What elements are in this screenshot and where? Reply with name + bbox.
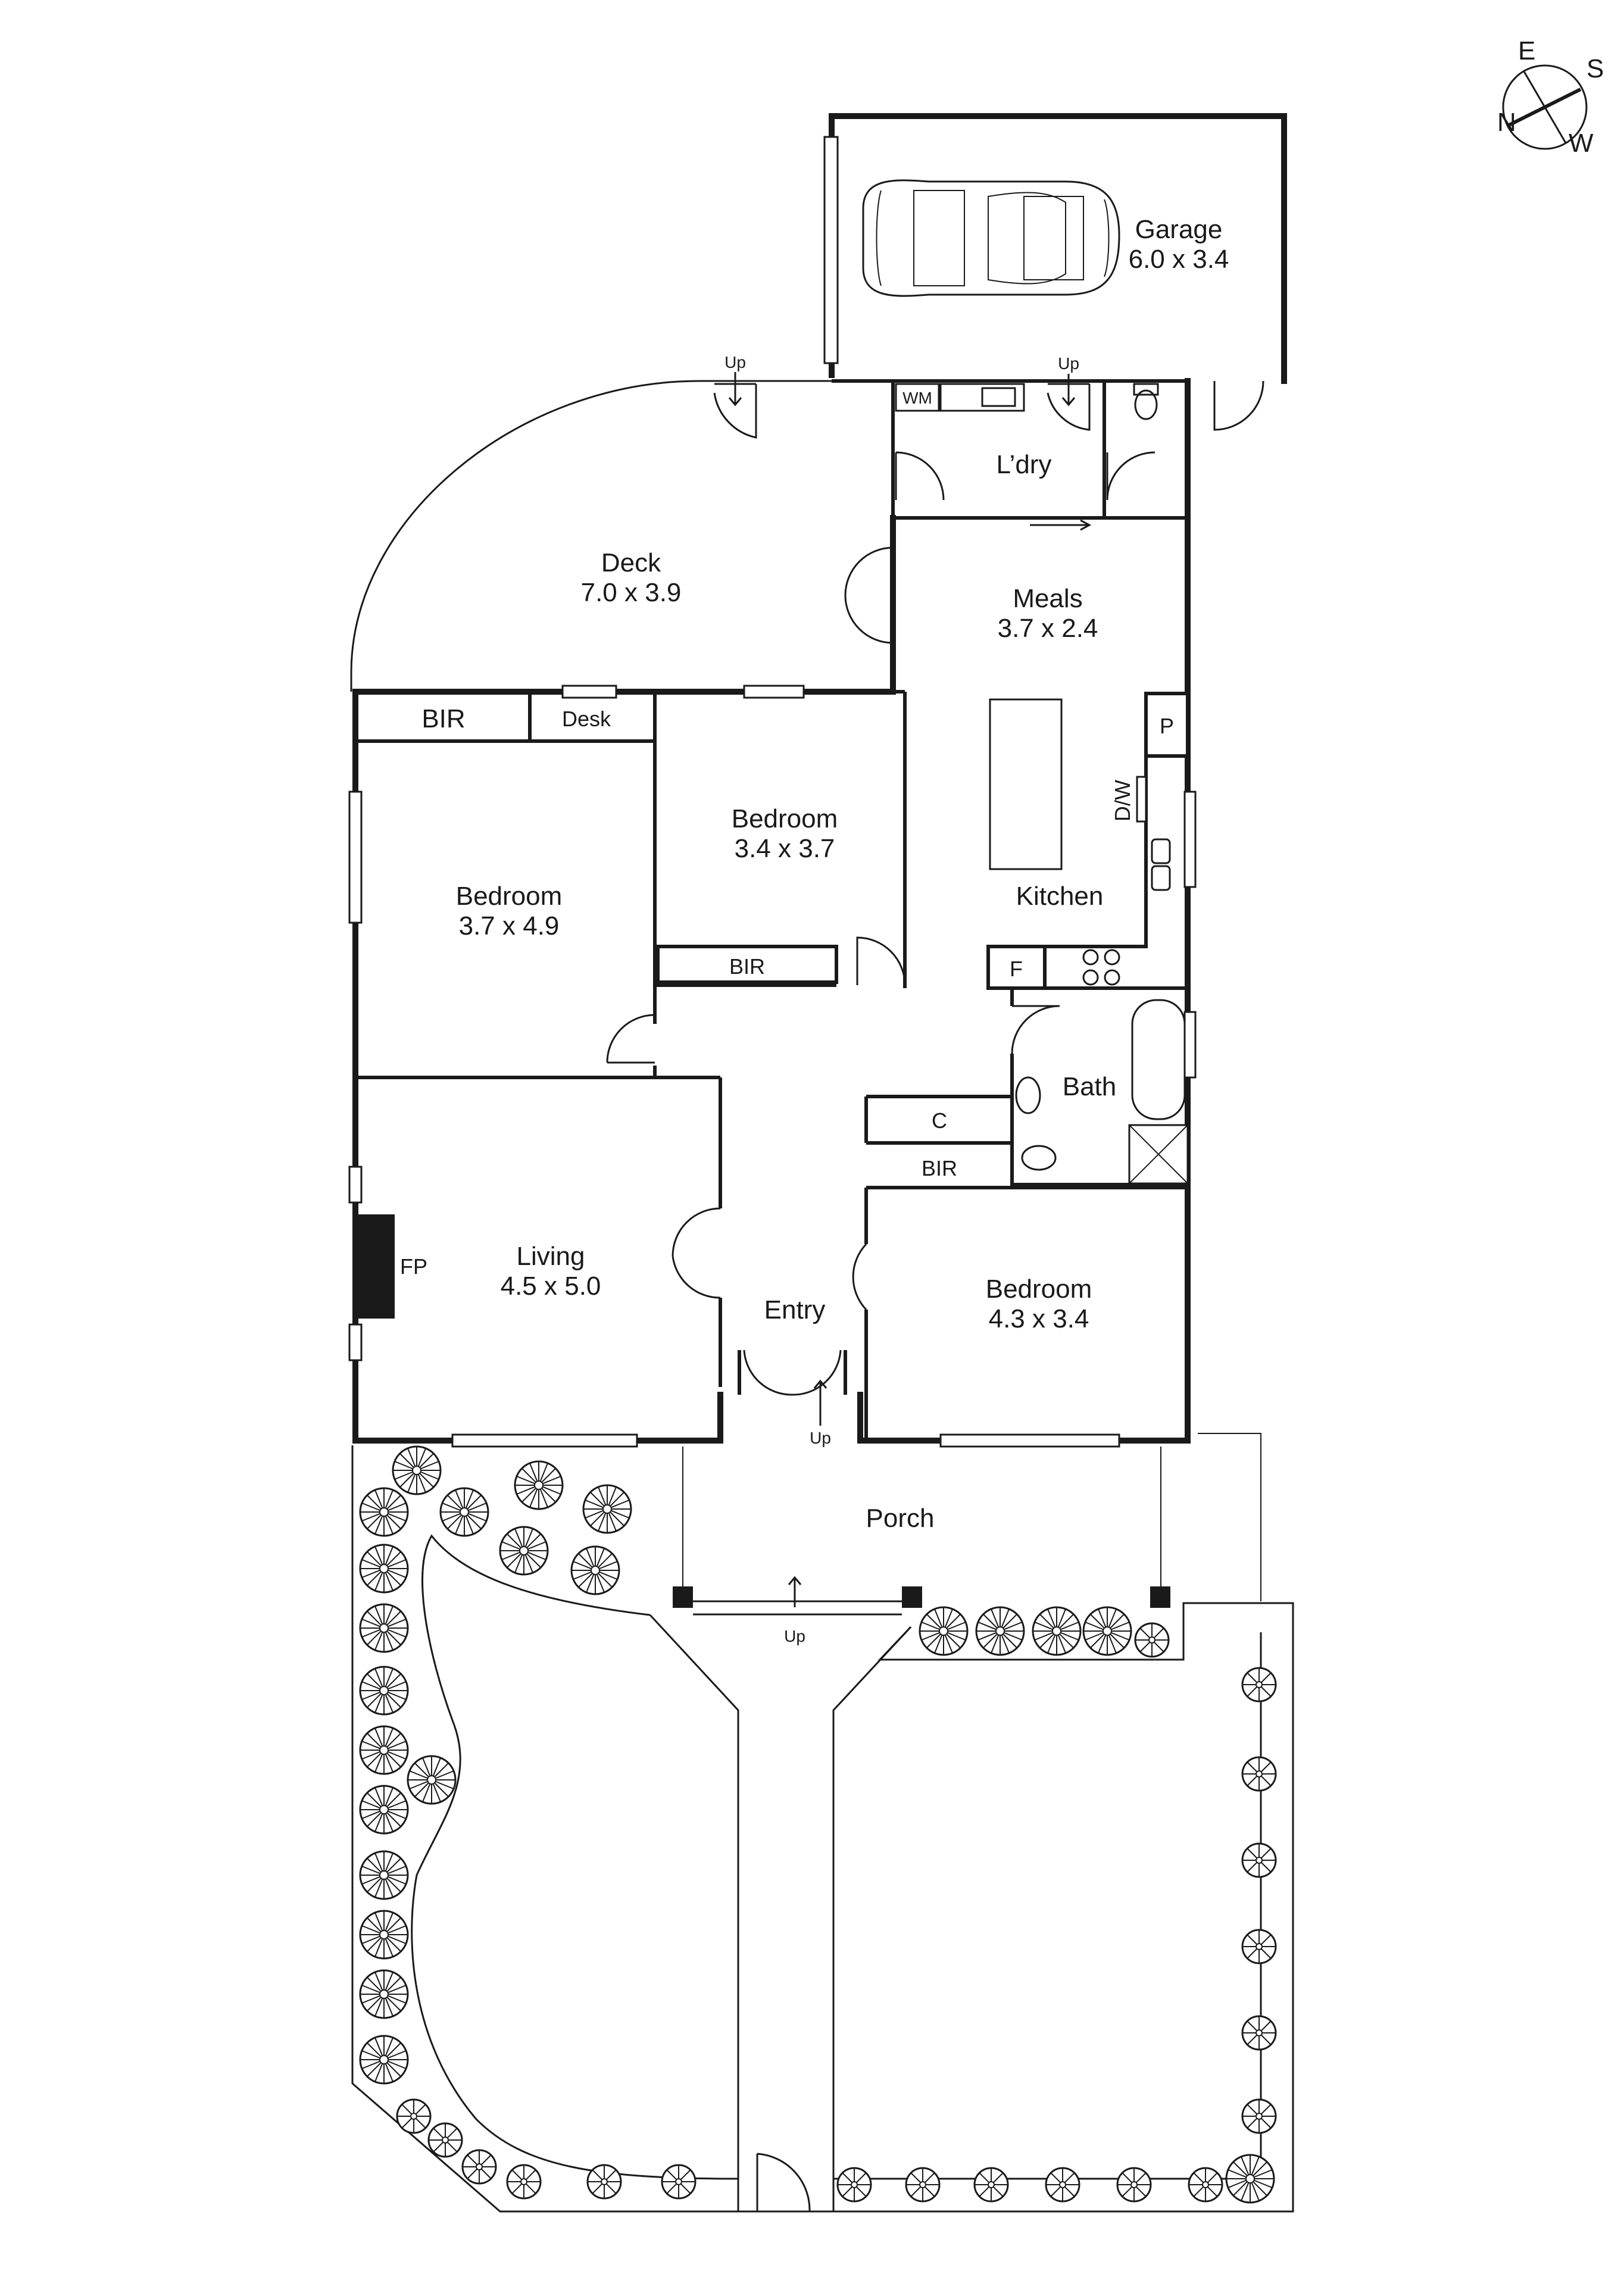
porch-post-right <box>1150 1586 1170 1608</box>
bir-bed2-label: BIR <box>729 954 765 979</box>
living-dims: 4.5 x 5.0 <box>501 1272 601 1301</box>
meals-dims: 3.7 x 2.4 <box>998 614 1098 643</box>
kitchen-window <box>1183 791 1197 888</box>
bedroom-c-dims: 4.3 x 3.4 <box>989 1304 1089 1333</box>
compass-s: S <box>1586 54 1604 83</box>
laundry-name: L’dry <box>997 450 1052 479</box>
compass-ring <box>1502 64 1588 150</box>
porch-up-label: Up <box>784 1627 805 1645</box>
bedroom-b-name: Bedroom <box>732 804 838 833</box>
fp-label: FP <box>400 1254 427 1279</box>
car-icon <box>862 179 1120 297</box>
bathtub-icon <box>1131 999 1186 1120</box>
desk-label: Desk <box>562 707 611 731</box>
site-boundary <box>351 1433 1294 2213</box>
deck-dims: 7.0 x 3.9 <box>581 578 682 607</box>
bedroom-b: BIR Bedroom 3.4 x 3.7 <box>655 804 907 988</box>
deck-name: Deck <box>601 548 661 577</box>
compass-w: W <box>1569 129 1594 158</box>
bath-name: Bath <box>1063 1072 1117 1101</box>
dw-label: D/W <box>1110 780 1135 821</box>
living-name: Living <box>517 1242 585 1271</box>
entry-up-label: Up <box>810 1429 831 1447</box>
compass: N E S W <box>1497 36 1604 158</box>
garage-name: Garage <box>1135 215 1223 244</box>
window-desk <box>561 685 617 699</box>
pantry-label: P <box>1160 714 1174 738</box>
garage-dims: 6.0 x 3.4 <box>1129 245 1229 274</box>
bedroom-c-name: Bedroom <box>986 1274 1092 1304</box>
c-label: C <box>932 1108 947 1133</box>
laundry-sink <box>981 387 1016 407</box>
bedroom-a-dims: 3.7 x 4.9 <box>459 911 560 941</box>
sink-icon <box>1151 838 1171 864</box>
living: FP Living 4.5 x 5.0 <box>348 1077 722 1448</box>
window-bed1 <box>348 791 363 924</box>
wm-label: WM <box>902 389 932 407</box>
basin-icon <box>1015 1076 1041 1114</box>
laundry-up-label: Up <box>1058 354 1079 373</box>
window-living <box>451 1433 638 1448</box>
bedroom-c: Bedroom 4.3 x 3.4 <box>866 1186 1188 1448</box>
fridge <box>986 945 1047 990</box>
shrubs <box>359 1445 1277 2204</box>
entry: Entry Up <box>738 1188 868 1447</box>
bedroom-a: BIR Desk Bedroom 3.7 x 4.9 <box>348 685 805 1079</box>
kitchen-island <box>989 698 1063 870</box>
deck-up-label: Up <box>724 353 746 371</box>
porch-post-left <box>673 1586 693 1608</box>
meals-name: Meals <box>1013 584 1082 613</box>
deck: Up Deck 7.0 x 3.9 <box>350 353 895 692</box>
bedroom-b-dims: 3.4 x 3.7 <box>735 834 835 863</box>
entry-name: Entry <box>764 1295 826 1325</box>
bath: Bath <box>1010 988 1197 1186</box>
bir-top-label: BIR <box>421 704 465 733</box>
toilet-icon <box>1134 389 1158 420</box>
cooktop-icon <box>1082 949 1120 986</box>
kitchen-name: Kitchen <box>1016 882 1104 911</box>
porch-name: Porch <box>866 1504 935 1533</box>
compass-e: E <box>1518 36 1535 65</box>
compass-n: N <box>1497 108 1516 137</box>
linen-bir: C BIR <box>864 1095 1012 1189</box>
bedroom-a-name: Bedroom <box>456 882 563 911</box>
window-bed3 <box>939 1433 1120 1448</box>
bir-bed3-label: BIR <box>922 1156 957 1180</box>
porch: Porch Up <box>673 1447 1170 1645</box>
meals-kitchen: Meals 3.7 x 2.4 P D/W F Kitchen <box>844 519 1197 990</box>
bir-bed2 <box>656 945 838 984</box>
bath-toilet-icon <box>1021 1145 1057 1171</box>
porch-post-mid <box>902 1586 922 1608</box>
window-bed2 <box>743 685 805 699</box>
fireplace <box>353 1214 395 1319</box>
fridge-label: F <box>1010 957 1023 981</box>
pantry <box>1144 692 1189 758</box>
laundry: WM Up L’dry <box>895 354 1159 501</box>
